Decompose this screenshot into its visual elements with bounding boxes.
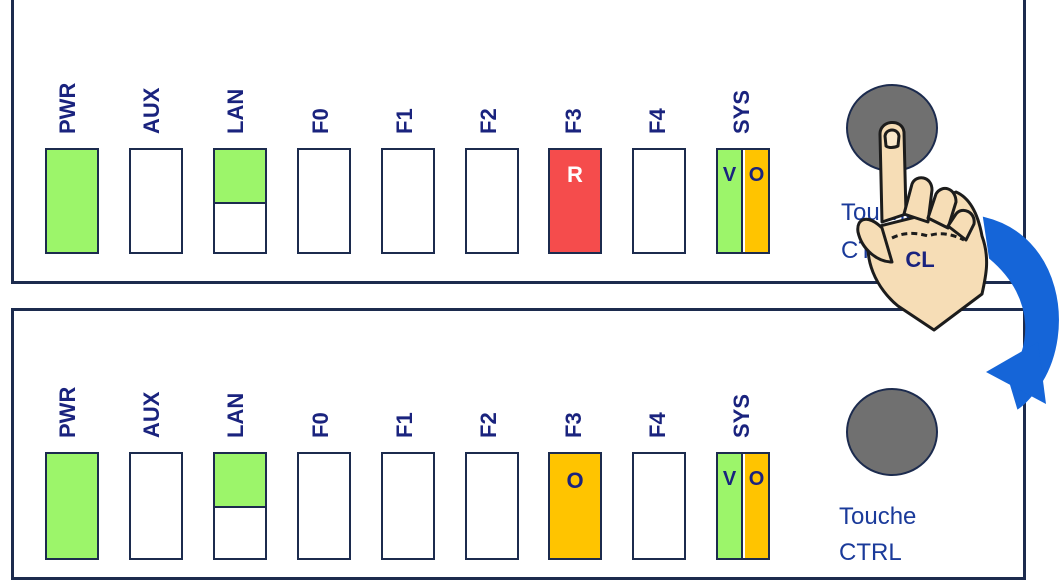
curved-arrow-icon (984, 218, 1058, 408)
hand-label: CL (905, 247, 934, 272)
hand-icon (858, 122, 987, 330)
